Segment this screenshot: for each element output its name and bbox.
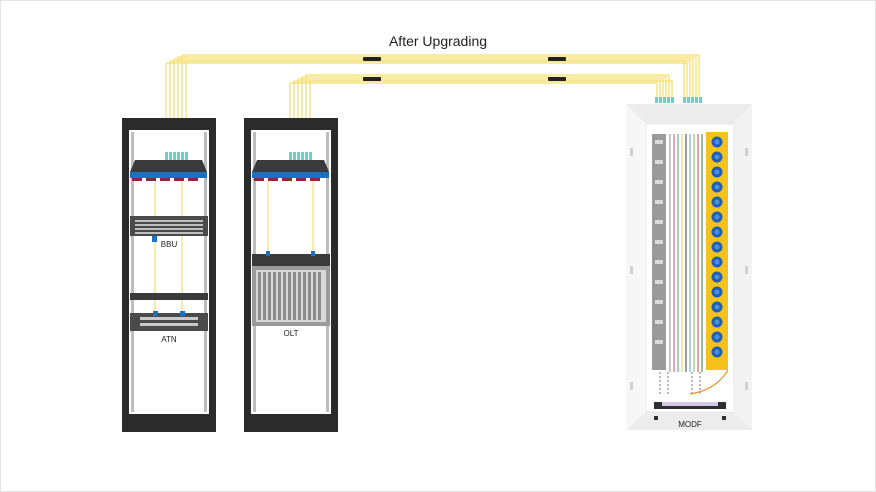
olt-device [252, 251, 330, 326]
patch-cords-rack-2 [267, 181, 314, 255]
olt-label: OLT [284, 329, 299, 338]
bbu-device [130, 216, 208, 242]
cable-joint [548, 77, 566, 81]
fiber-cable-group-2 [289, 74, 673, 150]
atn-device [130, 311, 208, 331]
modf-label: MODF [678, 420, 702, 429]
patch-panel-rack-1 [130, 152, 207, 181]
cable-joint [363, 77, 381, 81]
power-strip [130, 293, 208, 300]
diagram-title: After Upgrading [388, 33, 488, 49]
cable-joint [548, 57, 566, 61]
fiber-cable-group-1 [165, 54, 700, 150]
modf-frame [626, 97, 752, 430]
bbu-label: BBU [161, 240, 178, 249]
patch-panel-rack-2 [252, 152, 329, 181]
atn-label: ATN [161, 335, 177, 344]
cable-joint [363, 57, 381, 61]
